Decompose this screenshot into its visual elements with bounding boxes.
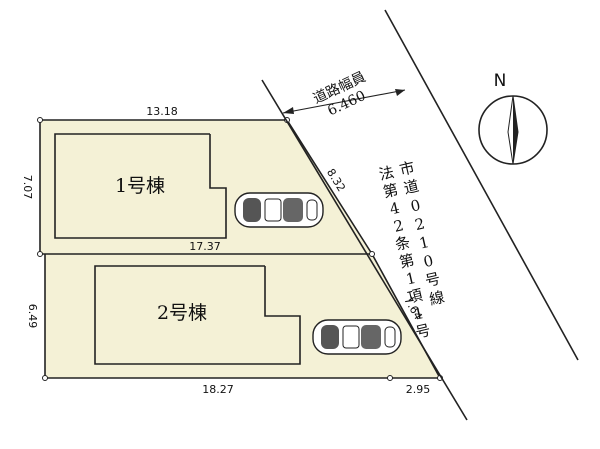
- corner-marker: [42, 375, 48, 381]
- corner-marker: [369, 251, 375, 257]
- road-designation-char: 法: [377, 163, 396, 184]
- road-designation-char: 1: [412, 304, 425, 324]
- road-designation-char: 2: [413, 214, 426, 234]
- road-width-arrowhead: [395, 89, 405, 96]
- road-designation-char: 2: [392, 216, 405, 236]
- road-designation-char: 号: [423, 269, 442, 290]
- road-designation-char: 第: [397, 251, 416, 272]
- corner-marker: [37, 117, 43, 123]
- road-designation-char: 0: [422, 251, 435, 271]
- lot-1-area: [40, 120, 372, 254]
- road-designation-char: 4: [388, 199, 401, 219]
- road-width-arrow: [282, 89, 406, 114]
- car-1-icon: [234, 192, 324, 228]
- road-designation-char: 1: [417, 233, 430, 253]
- north-label: N: [494, 71, 507, 91]
- road-designation-char: 項: [406, 286, 425, 307]
- lot-1-label: 1号棟: [115, 175, 165, 197]
- lot-2-left-depth: 6.49: [26, 304, 39, 329]
- house-1-footprint: [54, 133, 227, 239]
- lot-1-top-width: 13.18: [146, 105, 178, 118]
- road-designation-char: 第: [381, 181, 400, 202]
- house-2-footprint: [94, 265, 301, 365]
- road-width-arrowhead: [283, 107, 294, 114]
- shared-boundary: 17.37: [189, 240, 221, 253]
- road-designation-char: 1: [404, 269, 417, 289]
- road-designation-char: 0: [409, 196, 422, 216]
- road-designation-char: 号: [414, 321, 433, 342]
- bottom-corner-cut: 2.95: [406, 383, 431, 396]
- lot-2-label: 2号棟: [157, 302, 207, 324]
- lot-2-boundary: [44, 253, 442, 379]
- lot-2-bottom-width: 18.27: [202, 383, 234, 396]
- road-edge-far: [384, 9, 579, 361]
- road-edge-near: [261, 79, 468, 421]
- road-designation-char: 道: [402, 177, 421, 198]
- lot-1-left-depth: 7.07: [21, 175, 34, 200]
- corner-marker: [37, 251, 43, 257]
- car-2-icon: [312, 319, 402, 355]
- north-compass-icon: N: [478, 71, 548, 165]
- corner-marker: [387, 375, 393, 381]
- road-designation-char: 条: [393, 233, 412, 254]
- road-designation-char: 市: [398, 158, 417, 179]
- road-designation-char: 線: [428, 288, 447, 309]
- lot-2-area: [45, 254, 440, 378]
